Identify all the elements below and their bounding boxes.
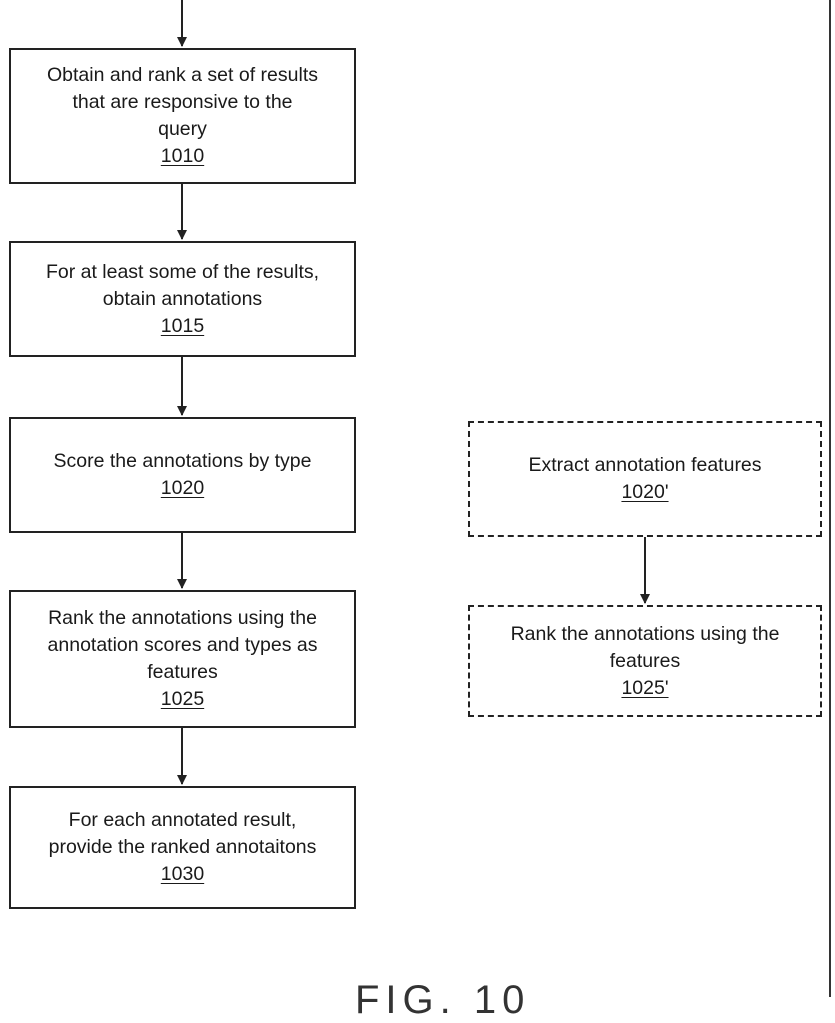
step-1025-ref: 1025 (160, 688, 205, 710)
alt-step-1025p-text: Rank the annotations using the features (510, 622, 780, 672)
step-1030-box: For each annotated result, provide the r… (9, 786, 356, 909)
step-1025-text: Rank the annotations using the annotatio… (47, 607, 318, 683)
step-1010-ref: 1010 (160, 145, 205, 167)
step-1010-text: Obtain and rank a set of results that ar… (47, 64, 318, 140)
page-right-border (829, 0, 831, 997)
step-1015-text: For at least some of the results, obtain… (45, 260, 320, 310)
step-1020-text: Score the annotations by type (53, 450, 312, 472)
alt-step-1020p-ref: 1020' (621, 481, 669, 503)
figure-label: FIG. 10 (355, 978, 531, 1022)
step-1020-box: Score the annotations by type 1020 (9, 417, 356, 533)
connector-layer (177, 0, 650, 785)
step-1030-ref: 1030 (160, 863, 205, 885)
alt-step-1025p-ref: 1025' (621, 676, 669, 699)
step-1015-box: For at least some of the results, obtain… (9, 241, 356, 357)
alt-step-1025p-box: Rank the annotations using the features … (468, 605, 822, 717)
alt-step-1020p-text: Extract annotation features (528, 454, 762, 476)
step-1030-text: For each annotated result, provide the r… (48, 809, 317, 858)
step-1015-ref: 1015 (160, 314, 205, 337)
step-1010-box: Obtain and rank a set of results that ar… (9, 48, 356, 184)
alt-step-1020p-box: Extract annotation features 1020' (468, 421, 822, 537)
step-1020-ref: 1020 (160, 477, 205, 499)
step-1025-box: Rank the annotations using the annotatio… (9, 590, 356, 728)
